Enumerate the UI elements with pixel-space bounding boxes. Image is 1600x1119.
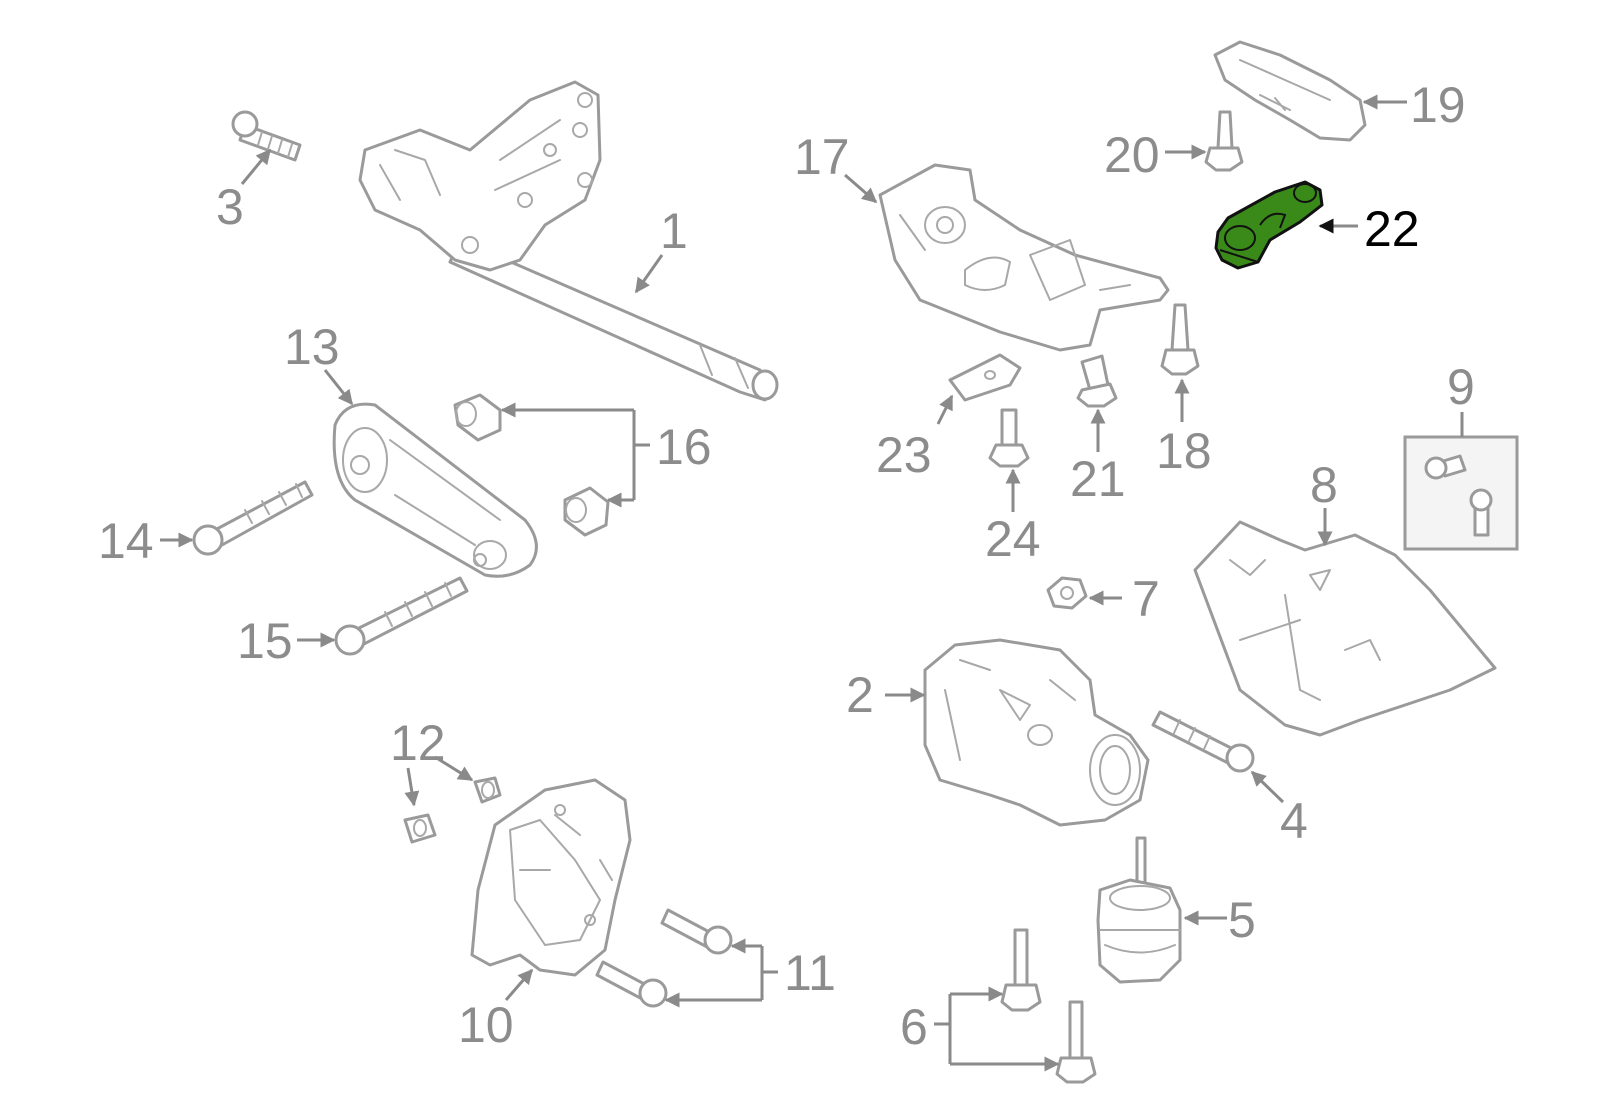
callout-9[interactable]: 9 bbox=[1447, 359, 1475, 415]
part-13-torque-rod[interactable] bbox=[332, 402, 538, 578]
part-4-bolt[interactable] bbox=[1151, 710, 1255, 773]
callout-12[interactable]: 12 bbox=[390, 715, 446, 771]
callout-13[interactable]: 13 bbox=[284, 319, 340, 375]
callout-22[interactable]: 22 bbox=[1364, 201, 1420, 257]
part-1-drive-shaft[interactable] bbox=[358, 80, 779, 402]
part-10-bracket[interactable] bbox=[470, 778, 632, 977]
callout-17[interactable]: 17 bbox=[794, 129, 850, 185]
part-20-bolt[interactable] bbox=[1204, 110, 1244, 172]
callout-labels: 1 2 3 4 5 6 7 8 9 10 11 12 13 14 15 16 1… bbox=[98, 77, 1475, 1055]
part-12-sleeves[interactable] bbox=[403, 776, 502, 844]
callout-18[interactable]: 18 bbox=[1156, 423, 1212, 479]
callout-11[interactable]: 11 bbox=[784, 945, 836, 1001]
callout-23[interactable]: 23 bbox=[876, 427, 932, 483]
part-5-engine-mount[interactable] bbox=[1096, 836, 1182, 984]
callout-19[interactable]: 19 bbox=[1410, 77, 1466, 133]
part-19-bracket[interactable] bbox=[1213, 40, 1367, 142]
part-16-bushings[interactable] bbox=[453, 393, 610, 537]
part-21-bolt[interactable] bbox=[1076, 354, 1118, 408]
callout-8[interactable]: 8 bbox=[1310, 457, 1338, 513]
callout-1[interactable]: 1 bbox=[660, 203, 688, 259]
callout-10[interactable]: 10 bbox=[458, 997, 514, 1053]
callout-24[interactable]: 24 bbox=[985, 511, 1041, 567]
part-17-crossmember[interactable] bbox=[878, 163, 1170, 352]
callout-21[interactable]: 21 bbox=[1070, 451, 1126, 507]
part-15-bolt[interactable] bbox=[334, 576, 469, 656]
callout-6[interactable]: 6 bbox=[900, 999, 928, 1055]
part-9-bolt-set[interactable] bbox=[1403, 435, 1519, 551]
callout-20[interactable]: 20 bbox=[1104, 127, 1160, 183]
part-8-heat-shield[interactable] bbox=[1193, 520, 1497, 737]
part-23-strap[interactable] bbox=[948, 353, 1022, 402]
part-3-bolt[interactable] bbox=[231, 110, 302, 162]
part-18-bolt[interactable] bbox=[1160, 303, 1200, 376]
leader-lines bbox=[160, 94, 1464, 1072]
callout-3[interactable]: 3 bbox=[216, 179, 244, 235]
callout-7[interactable]: 7 bbox=[1132, 571, 1160, 627]
part-2-housing[interactable] bbox=[923, 638, 1150, 827]
callout-16[interactable]: 16 bbox=[656, 419, 712, 475]
part-24-bolt[interactable] bbox=[988, 408, 1030, 468]
part-22-mount-plate[interactable] bbox=[1214, 180, 1324, 270]
part-14-bolt[interactable] bbox=[192, 480, 314, 556]
part-11-bolts[interactable] bbox=[595, 908, 733, 1008]
callout-14[interactable]: 14 bbox=[98, 513, 154, 569]
part-7-nut[interactable] bbox=[1046, 576, 1088, 610]
callout-15[interactable]: 15 bbox=[237, 613, 293, 669]
part-6-bolts[interactable] bbox=[1000, 928, 1097, 1084]
callout-2[interactable]: 2 bbox=[846, 667, 874, 723]
callout-5[interactable]: 5 bbox=[1228, 892, 1256, 948]
callout-4[interactable]: 4 bbox=[1280, 793, 1308, 849]
